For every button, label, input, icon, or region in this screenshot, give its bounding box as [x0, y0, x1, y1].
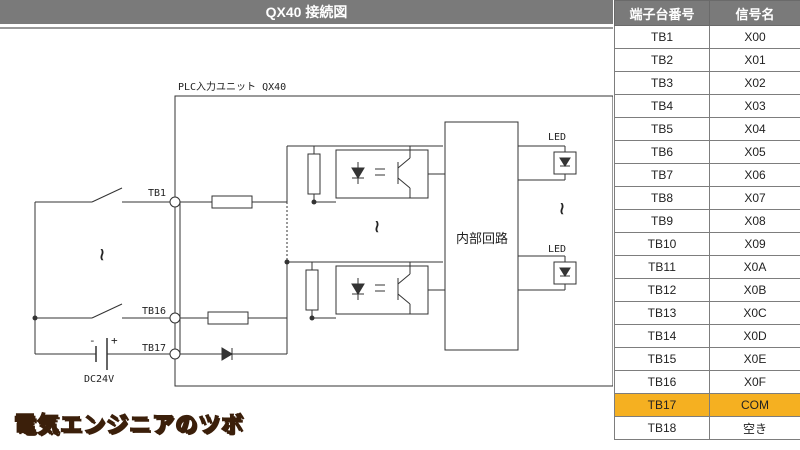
- continuation-mark-module: ~: [364, 220, 389, 233]
- logo-text: 電気エンジニアのツボ: [13, 412, 245, 438]
- bleed-resistor-1: [307, 153, 321, 195]
- terminal-tb1: [169, 196, 181, 208]
- terminal-cell: TB8: [614, 186, 710, 210]
- page-title: QX40 接続図: [0, 0, 613, 24]
- terminal-cell: TB15: [614, 347, 710, 371]
- supply-label: DC24V: [84, 374, 114, 385]
- signal-cell: X00: [709, 25, 800, 49]
- terminal-tb16: [169, 312, 181, 324]
- table-header-row: 端子台番号 信号名: [614, 0, 800, 26]
- signal-cell: X09: [709, 232, 800, 256]
- module-label: PLC入力ユニット QX40: [178, 80, 286, 93]
- signal-cell: X04: [709, 117, 800, 141]
- signal-cell: X06: [709, 163, 800, 187]
- signal-cell: X0C: [709, 301, 800, 325]
- terminal-cell: TB2: [614, 48, 710, 72]
- terminal-header: 端子台番号: [614, 0, 710, 26]
- internal-circuit-box: [444, 121, 519, 351]
- continuation-mark-led: ~: [549, 202, 574, 215]
- photocoupler-16: [335, 265, 429, 315]
- signal-cell: X02: [709, 71, 800, 95]
- terminal-cell: TB1: [614, 25, 710, 49]
- terminal-cell: TB5: [614, 117, 710, 141]
- terminal-cell: TB7: [614, 163, 710, 187]
- signal-cell: X03: [709, 94, 800, 118]
- resistor-16: [207, 311, 249, 325]
- terminal-cell: TB14: [614, 324, 710, 348]
- terminal-cell: TB3: [614, 71, 710, 95]
- terminal-cell: TB16: [614, 370, 710, 394]
- terminal-cell: TB10: [614, 232, 710, 256]
- terminal-cell: TB9: [614, 209, 710, 233]
- tb16-label: TB16: [142, 306, 166, 317]
- signal-cell: COM: [709, 393, 800, 417]
- terminal-cell: TB4: [614, 94, 710, 118]
- tb17-label: TB17: [142, 343, 166, 354]
- battery-plus-label: +: [111, 334, 118, 347]
- signal-cell: X07: [709, 186, 800, 210]
- terminal-cell: TB11: [614, 255, 710, 279]
- internal-circuit-label: 内部回路: [456, 231, 508, 247]
- terminal-cell: TB6: [614, 140, 710, 164]
- signal-cell: X05: [709, 140, 800, 164]
- tb1-label: TB1: [148, 188, 166, 199]
- site-logo: 電気エンジニアのツボ: [4, 402, 243, 446]
- signal-cell: X0B: [709, 278, 800, 302]
- signal-cell: X08: [709, 209, 800, 233]
- terminal-tb17: [169, 348, 181, 360]
- signal-header: 信号名: [709, 0, 800, 26]
- terminal-cell: TB13: [614, 301, 710, 325]
- switch-16: [91, 303, 123, 319]
- battery-minus-label: -: [89, 334, 96, 347]
- switch-1: [91, 187, 123, 203]
- signal-cell: X0F: [709, 370, 800, 394]
- wiring-diagram: PLC入力ユニット QX40 内部回路 LED LED TB1 TB16 TB1…: [0, 27, 613, 387]
- signal-cell: X0E: [709, 347, 800, 371]
- continuation-mark-external: ~: [89, 248, 114, 261]
- signal-cell: X0D: [709, 324, 800, 348]
- bleed-resistor-16: [305, 269, 319, 311]
- signal-cell: X01: [709, 48, 800, 72]
- terminal-cell: TB18: [614, 416, 710, 440]
- module-box: [174, 95, 613, 387]
- led-label-1: LED: [548, 132, 566, 143]
- led-label-16: LED: [548, 244, 566, 255]
- resistor-1: [211, 195, 253, 209]
- signal-cell: 空き: [709, 416, 800, 440]
- signal-cell: X0A: [709, 255, 800, 279]
- terminal-cell: TB17: [614, 393, 710, 417]
- com-diode: [221, 347, 233, 361]
- terminal-cell: TB12: [614, 278, 710, 302]
- photocoupler-1: [335, 149, 429, 199]
